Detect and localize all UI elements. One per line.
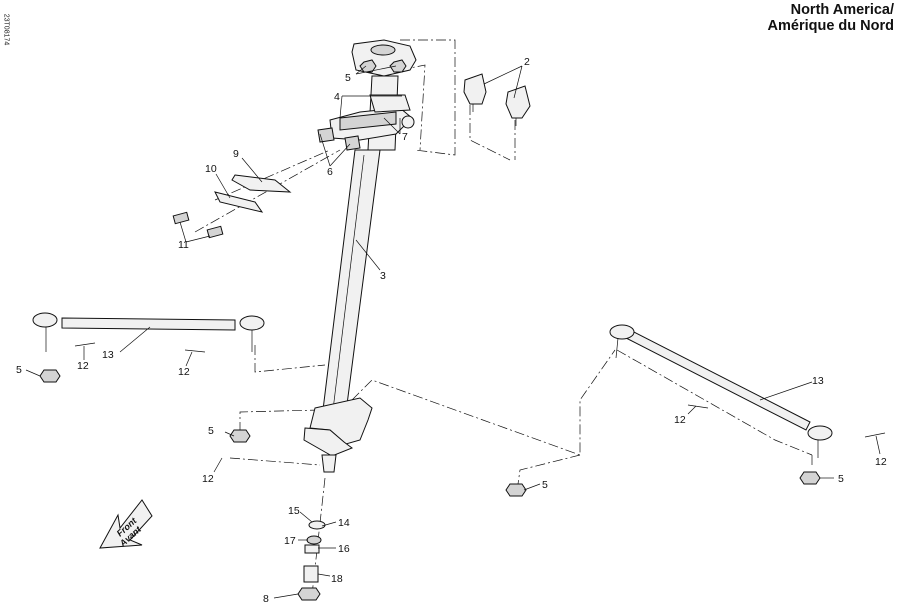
region-title: North America/ Amérique du Nord [768, 2, 894, 34]
callout-12-far-right: 12 [875, 456, 887, 468]
callout-10: 10 [205, 163, 217, 175]
callout-5-lower: 5 [542, 479, 548, 491]
callout-2: 2 [524, 56, 530, 68]
callout-18: 18 [331, 573, 343, 585]
callout-5-left: 5 [16, 364, 22, 376]
callout-6: 6 [327, 166, 333, 178]
callout-13-left: 13 [102, 349, 114, 361]
callout-4: 4 [334, 91, 340, 103]
right-tie-rod [609, 324, 886, 458]
callout-13-right: 13 [812, 375, 824, 387]
callout-5-right: 5 [838, 473, 844, 485]
callout-9: 9 [233, 148, 239, 160]
front-direction-arrow: Front Avant [99, 499, 153, 549]
column-support-bracket [317, 94, 415, 151]
callout-7: 7 [402, 131, 408, 143]
hardware [39, 369, 821, 601]
callout-12-left: 12 [77, 360, 89, 372]
leader-lines [25, 65, 881, 599]
callout-15: 15 [288, 505, 300, 517]
callout-12-center: 12 [178, 366, 190, 378]
callout-labels: 2 3 4 5 5 5 5 5 5 6 7 8 9 10 11 12 12 12… [16, 56, 887, 605]
callout-11: 11 [178, 239, 189, 251]
callout-17: 17 [284, 535, 296, 547]
callout-12-right: 12 [674, 414, 686, 426]
callout-8: 8 [263, 593, 269, 605]
callout-3: 3 [380, 270, 386, 282]
retainer-plate [172, 174, 292, 239]
region-title-line-2: Amérique du Nord [767, 18, 894, 34]
callout-5-upper: 5 [345, 72, 351, 84]
callout-12-bottom: 12 [202, 473, 214, 485]
callout-16: 16 [338, 543, 350, 555]
region-title-line-1: North America/ [790, 2, 894, 18]
callout-14: 14 [338, 517, 350, 529]
left-tie-rod [32, 312, 265, 353]
callout-5-center: 5 [208, 425, 214, 437]
upper-flange-nuts [359, 59, 407, 73]
clamp-blocks [463, 73, 531, 126]
